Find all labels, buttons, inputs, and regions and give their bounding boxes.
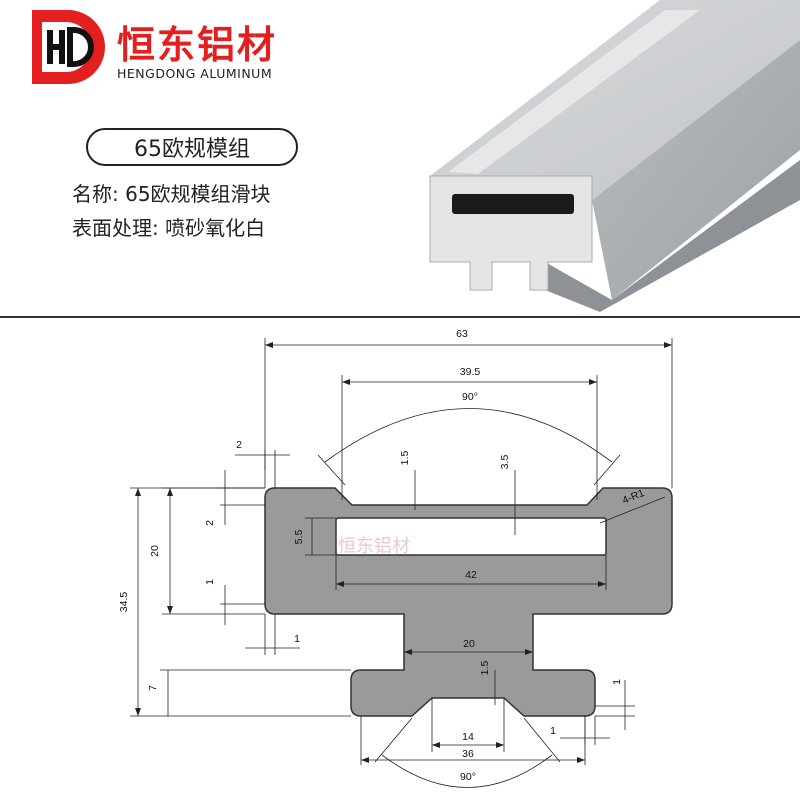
dim-right-step: 1 — [611, 679, 623, 685]
surface-finish-line: 表面处理: 喷砂氧化白 — [72, 216, 266, 240]
dim-neck-width: 20 — [463, 638, 475, 650]
dim-bottom-inner: 14 — [462, 731, 474, 743]
dim-slot-depth: 3.5 — [499, 455, 511, 470]
product-title: 65欧规模组 — [86, 128, 298, 166]
cross-section-drawing: 恒东铝材 — [118, 328, 673, 788]
dim-foot-height: 7 — [147, 685, 159, 691]
dim-head-height: 20 — [149, 545, 161, 557]
slot — [335, 517, 607, 556]
hengdong-logo-icon — [32, 10, 105, 84]
divider-line — [0, 316, 800, 318]
brand-name-en: HENGDONG ALUMINUM — [117, 66, 273, 81]
dim-bottom-outer: 36 — [462, 748, 474, 760]
dim-left-step: 2 — [204, 520, 216, 526]
dim-top-gap: 1.5 — [399, 451, 411, 466]
dim-slot-height: 5.5 — [293, 530, 305, 545]
dim-bottom-offset: 1 — [550, 725, 556, 737]
dim-side-offset: 1 — [294, 633, 300, 645]
dim-lower-step: 1 — [204, 579, 216, 585]
dim-slot-width: 42 — [465, 569, 477, 581]
dim-neck-gap: 1.5 — [479, 661, 491, 676]
dim-total-height: 34.5 — [118, 592, 130, 613]
watermark-text: 恒东铝材 — [338, 536, 410, 557]
dim-bottom-angle: 90° — [460, 771, 476, 783]
brand-name: 恒东铝材 — [117, 23, 278, 67]
dim-top-opening: 39.5 — [460, 366, 481, 378]
dim-top-angle: 90° — [462, 391, 478, 403]
product-photo — [429, 0, 800, 312]
dim-overall-width: 63 — [456, 328, 468, 340]
dim-lip-offset: 2 — [236, 439, 242, 451]
header: 恒东铝材 HENGDONG ALUMINUM 65欧规模组 名称: 65欧规模组… — [0, 0, 800, 316]
product-name-line: 名称: 65欧规模组滑块 — [72, 182, 271, 206]
